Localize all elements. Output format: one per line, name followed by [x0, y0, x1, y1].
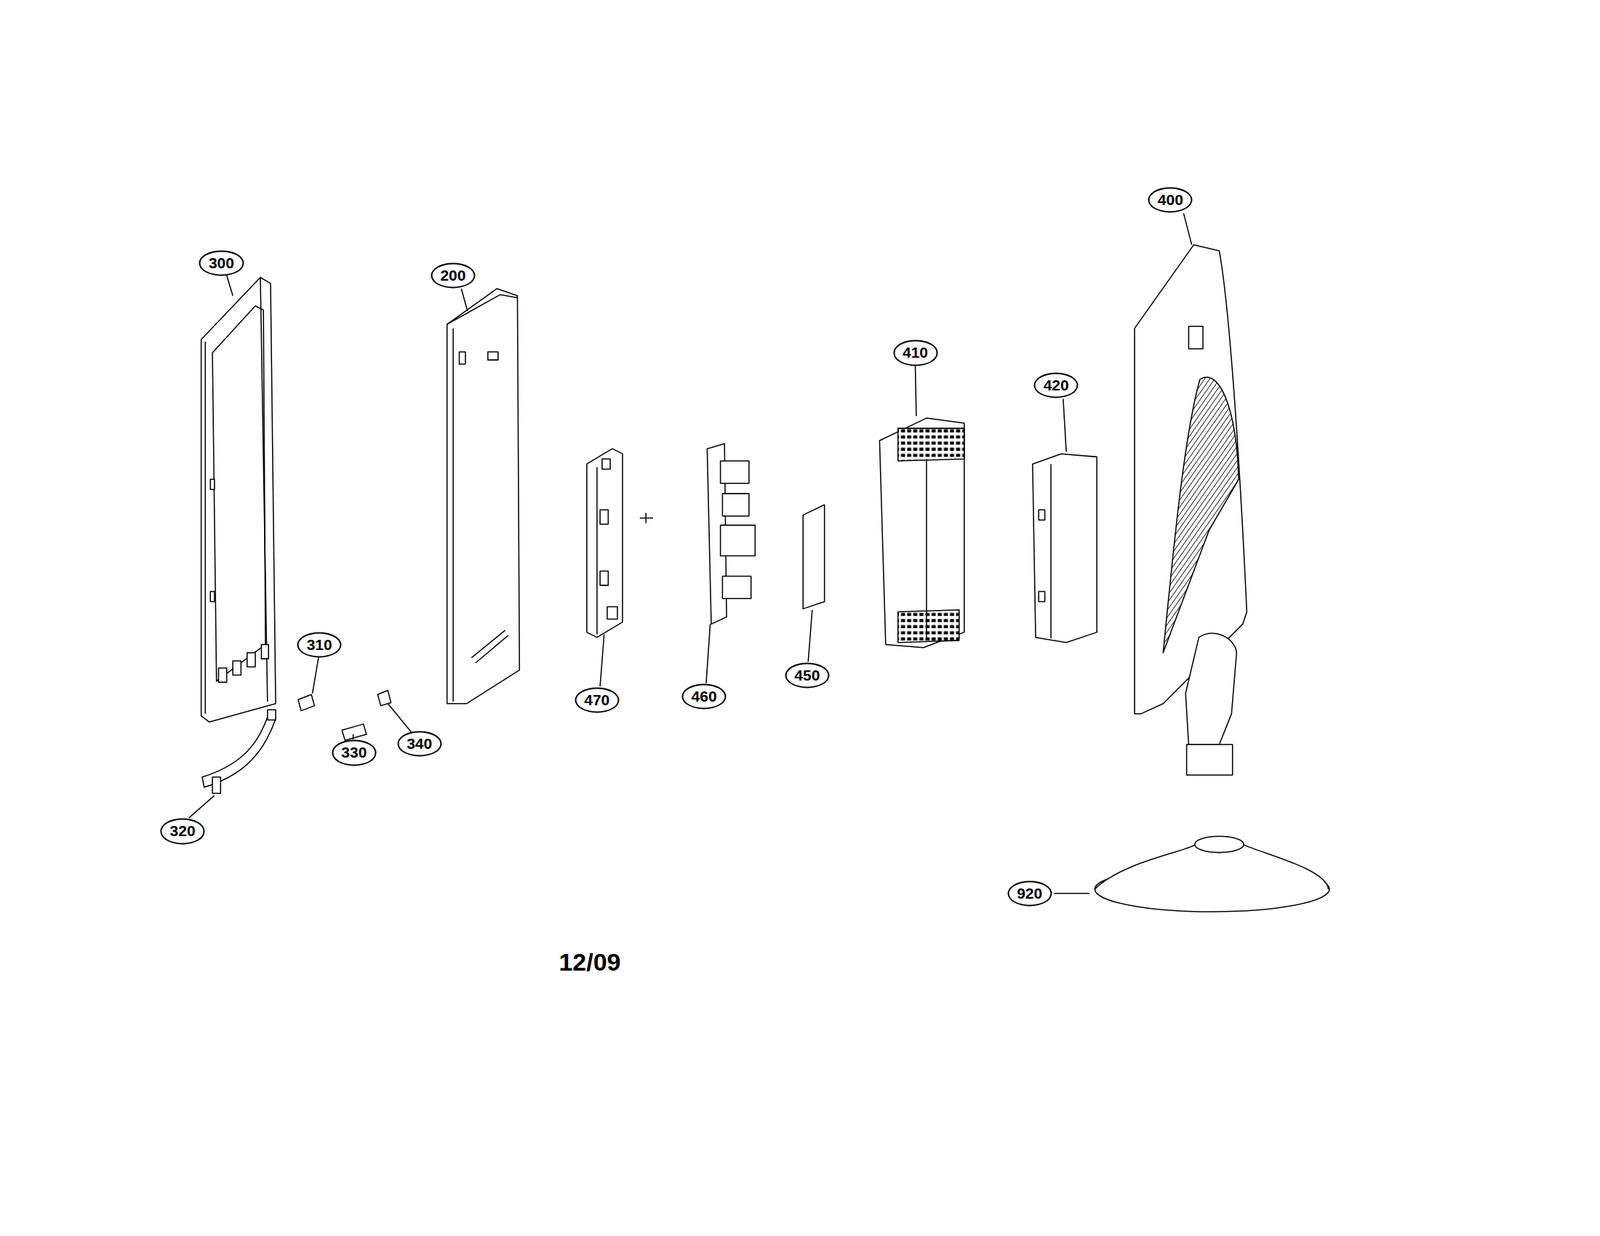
bracket [607, 607, 618, 620]
callout-number: 410 [893, 340, 938, 366]
small-board [802, 504, 824, 609]
leader-lines [1063, 398, 1067, 452]
shield-box [925, 458, 928, 638]
main-board [722, 493, 749, 517]
callout-number: 460 [682, 684, 727, 710]
bracket [600, 509, 608, 525]
leader-lines [189, 795, 215, 819]
bracket [596, 466, 598, 635]
bracket [586, 448, 623, 638]
power-box [1050, 464, 1052, 639]
lcd-panel [488, 352, 499, 360]
leader-lines [312, 658, 319, 694]
bottom-trim [212, 777, 221, 794]
power-box [1032, 453, 1097, 643]
bracket [600, 570, 608, 586]
front-bezel [260, 277, 268, 702]
lcd-panel [471, 630, 505, 659]
bracket [586, 448, 654, 638]
lcd-panel [447, 288, 520, 704]
back-cover [1185, 633, 1237, 745]
main-board [722, 576, 751, 599]
power-box [1038, 592, 1045, 603]
leader-lines [706, 624, 711, 683]
front-bezel [210, 592, 215, 603]
front-bezel [204, 341, 206, 715]
bottom-trim [202, 714, 276, 788]
lcd-panel [447, 294, 518, 325]
front-bezel [210, 479, 215, 490]
power-box [1032, 453, 1097, 643]
bottom-trim [267, 709, 276, 720]
leader-lines [461, 288, 467, 312]
small-parts [341, 724, 367, 741]
leader-lines [387, 704, 411, 733]
small-parts [298, 694, 315, 711]
stand-base [1194, 836, 1244, 853]
leader-lines [352, 734, 355, 740]
date-code: 12/09 [558, 949, 621, 977]
callout-number: 330 [331, 740, 376, 766]
shield-box [898, 428, 965, 462]
front-bezel [212, 306, 266, 682]
lcd-panel [447, 288, 520, 704]
callout-number: 920 [1007, 881, 1052, 907]
front-bezel [247, 653, 256, 668]
power-box [1038, 509, 1045, 520]
leader-lines [914, 366, 916, 417]
back-cover [1134, 245, 1247, 776]
callout-number: 450 [784, 662, 830, 688]
front-bezel [201, 277, 276, 723]
leader-lines [1183, 213, 1192, 245]
callout-number: 320 [160, 818, 206, 845]
callout-number: 200 [430, 262, 475, 288]
lcd-panel [459, 352, 466, 365]
leader-lines [600, 634, 605, 687]
callout-number: 340 [397, 730, 442, 757]
back-cover [1186, 744, 1233, 776]
main-board [706, 443, 755, 624]
front-bezel [261, 644, 269, 659]
leader-lines [1053, 893, 1090, 895]
callout-number: 400 [1148, 186, 1193, 213]
back-cover [1188, 326, 1203, 350]
back-cover [1162, 377, 1239, 654]
bottom-trim [202, 709, 276, 794]
callout-number: 310 [297, 632, 342, 658]
front-bezel [232, 661, 241, 676]
stand-base [1094, 836, 1330, 912]
lcd-panel [452, 328, 454, 702]
bracket [602, 458, 611, 470]
lcd-panel [475, 635, 509, 664]
front-bezel [201, 277, 276, 723]
small-parts [377, 690, 391, 707]
callout-number: 420 [1034, 373, 1079, 399]
callout-number: 470 [574, 687, 619, 713]
callout-number: 300 [199, 250, 244, 276]
shield-box [879, 418, 964, 648]
shield-box [898, 610, 960, 643]
small-board [802, 504, 824, 609]
leader-lines [189, 213, 1192, 894]
leader-lines [808, 610, 813, 663]
front-bezel [218, 668, 227, 683]
shield-box [879, 418, 964, 648]
small-parts [298, 690, 392, 742]
bracket [640, 513, 654, 524]
exploded-view [189, 213, 1330, 912]
leader-lines [226, 275, 233, 296]
main-board [720, 461, 750, 484]
main-board [720, 525, 756, 556]
